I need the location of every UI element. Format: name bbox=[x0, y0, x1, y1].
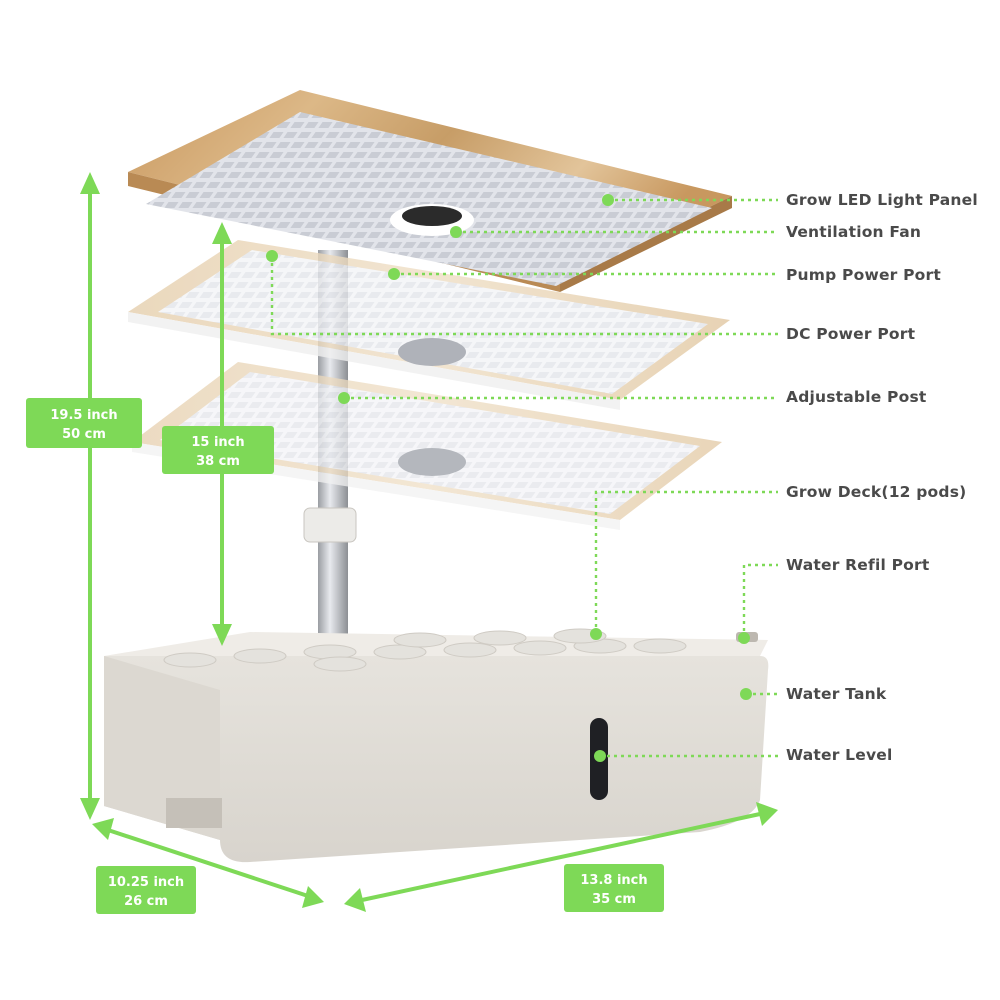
dot-water-level bbox=[594, 750, 606, 762]
depth-inch: 10.25 inch bbox=[108, 875, 184, 890]
depth-arrow-line bbox=[107, 828, 309, 898]
leader-dc-power-port bbox=[270, 256, 778, 336]
label-pump-power-port: Pump Power Port bbox=[786, 266, 941, 284]
grow-deck-pods bbox=[163, 628, 687, 672]
leader-grow-deck bbox=[594, 490, 778, 634]
dot-grow-led-light-panel bbox=[602, 194, 614, 206]
total-height-cm: 50 cm bbox=[62, 427, 106, 442]
dot-dc-power-port bbox=[266, 250, 278, 262]
adjustable-height-inch: 15 inch bbox=[191, 435, 244, 450]
badge-width: 13.8 inch 35 cm bbox=[564, 864, 664, 912]
leader-water-refil-port bbox=[742, 563, 778, 638]
dot-ventilation-fan bbox=[450, 226, 462, 238]
depth-arrow-right bbox=[302, 886, 324, 908]
label-dc-power-port: DC Power Port bbox=[786, 325, 916, 343]
callout-leaders bbox=[270, 198, 778, 758]
width-arrow-right bbox=[756, 802, 778, 826]
grow-led-light-panel-illustration bbox=[128, 90, 732, 292]
total-height-inch: 19.5 inch bbox=[50, 408, 117, 423]
badge-adjustable-height: 15 inch 38 cm bbox=[162, 426, 274, 474]
label-adjustable-post: Adjustable Post bbox=[786, 388, 927, 406]
fan-icon-lowest bbox=[398, 448, 466, 476]
callout-dots bbox=[266, 194, 752, 762]
adjustable-height-cm: 38 cm bbox=[196, 454, 240, 469]
height-arrow-bottom bbox=[80, 798, 100, 820]
label-water-refil-port: Water Refil Port bbox=[786, 556, 930, 574]
fan-icon-middle bbox=[398, 338, 466, 366]
adjust-arrow-top bbox=[212, 222, 232, 244]
label-ventilation-fan: Ventilation Fan bbox=[786, 223, 921, 241]
dimension-badges: 19.5 inch 50 cm 15 inch 38 cm 10.25 inch… bbox=[26, 398, 664, 914]
callout-labels: Grow LED Light Panel Ventilation Fan Pum… bbox=[786, 191, 978, 764]
label-grow-deck: Grow Deck(12 pods) bbox=[786, 483, 966, 501]
dot-water-tank bbox=[740, 688, 752, 700]
width-inch: 13.8 inch bbox=[580, 873, 647, 888]
dot-adjustable-post bbox=[338, 392, 350, 404]
dot-pump-power-port bbox=[388, 268, 400, 280]
fan-center-icon bbox=[402, 206, 462, 226]
dimension-arrows bbox=[80, 172, 778, 912]
badge-total-height: 19.5 inch 50 cm bbox=[26, 398, 142, 448]
width-arrow-line bbox=[361, 812, 761, 902]
dot-water-refil-port bbox=[738, 632, 750, 644]
height-arrow-top bbox=[80, 172, 100, 194]
badge-depth: 10.25 inch 26 cm bbox=[96, 866, 196, 914]
depth-arrow-left bbox=[92, 818, 114, 840]
tank-foot bbox=[166, 798, 222, 828]
width-cm: 35 cm bbox=[592, 892, 636, 907]
label-water-level: Water Level bbox=[786, 746, 893, 764]
width-arrow-left bbox=[344, 888, 366, 912]
water-tank-illustration bbox=[104, 628, 769, 863]
depth-cm: 26 cm bbox=[124, 894, 168, 909]
label-water-tank: Water Tank bbox=[786, 685, 887, 703]
product-illustration bbox=[104, 90, 769, 863]
adjust-arrow-bottom bbox=[212, 624, 232, 646]
post-clamp bbox=[303, 507, 357, 543]
dot-grow-deck bbox=[590, 628, 602, 640]
label-grow-led-light-panel: Grow LED Light Panel bbox=[786, 191, 978, 209]
light-panel-middle-position bbox=[128, 240, 730, 410]
